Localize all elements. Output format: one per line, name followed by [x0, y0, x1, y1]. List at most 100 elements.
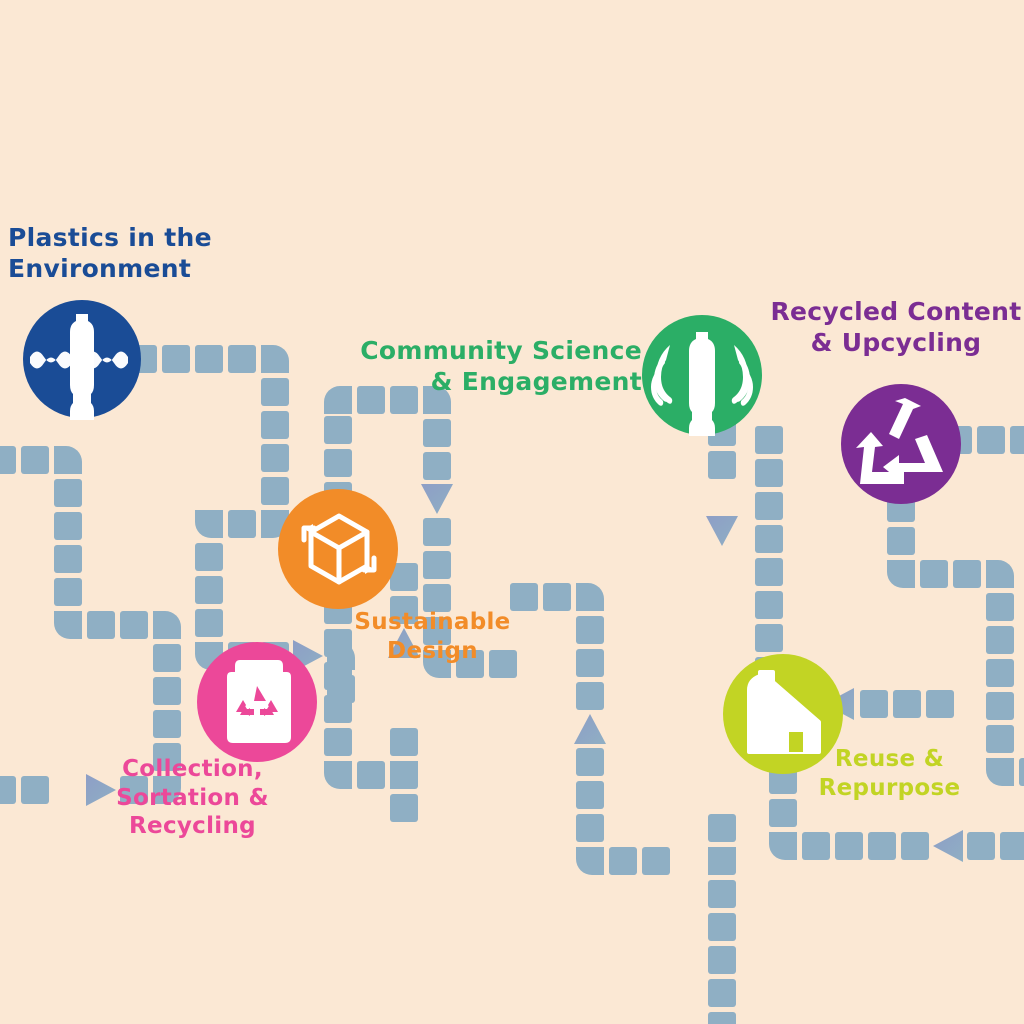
path-tile: [860, 690, 888, 718]
path-tile: [708, 451, 736, 479]
path-tile: [87, 611, 115, 639]
path-tile: [324, 728, 352, 756]
path-tile: [986, 659, 1014, 687]
path-tile-corner: [54, 611, 82, 639]
path-tile: [390, 596, 418, 624]
path-tile: [576, 616, 604, 644]
path-arrow-r: [86, 774, 116, 806]
path-tile-corner: [54, 446, 82, 474]
path-arrow-u: [388, 628, 420, 658]
path-tile: [54, 512, 82, 540]
path-tile: [986, 692, 1014, 720]
path-tile: [769, 799, 797, 827]
hands-holding-bottle-icon: [651, 332, 753, 436]
path-tile: [609, 847, 637, 875]
node-sustainable-design[interactable]: [278, 489, 398, 609]
path-tile: [228, 345, 256, 373]
path-tile: [423, 518, 451, 546]
path-tile: [755, 492, 783, 520]
path-tile: [153, 677, 181, 705]
path-tile: [708, 814, 736, 842]
bottle-in-water-icon: [30, 314, 128, 420]
path-tile: [953, 560, 981, 588]
path-tile: [390, 761, 418, 789]
path-tile: [423, 419, 451, 447]
path-tile-corner: [887, 560, 915, 588]
path-tile: [228, 510, 256, 538]
path-tile: [576, 649, 604, 677]
path-tile-corner: [153, 611, 181, 639]
path-tile: [120, 611, 148, 639]
path-tile: [261, 444, 289, 472]
node-recycled-content-upcycling[interactable]: [841, 384, 961, 504]
node-plastics-environment[interactable]: [23, 300, 141, 420]
path-tile: [54, 545, 82, 573]
path-tile: [755, 459, 783, 487]
path-tile-corner: [423, 650, 451, 678]
node-collection-sortation-recycling[interactable]: [197, 642, 317, 762]
path-tile: [986, 725, 1014, 753]
path-tile-corner: [261, 345, 289, 373]
path-tile: [920, 560, 948, 588]
path-tile: [357, 761, 385, 789]
path-tile: [642, 847, 670, 875]
path-tile: [755, 426, 783, 454]
path-tile-corner: [576, 847, 604, 875]
path-tile: [0, 446, 16, 474]
path-tile: [708, 847, 736, 875]
path-tile-corner: [195, 510, 223, 538]
path-tile: [120, 776, 148, 804]
path-tile: [755, 525, 783, 553]
path-tile: [708, 880, 736, 908]
path-tile: [1019, 758, 1024, 786]
path-tile: [0, 776, 16, 804]
path-tile: [802, 832, 830, 860]
path-tile: [324, 662, 352, 690]
path-tile: [576, 814, 604, 842]
path-tile: [456, 650, 484, 678]
path-tile: [1000, 832, 1024, 860]
path-tile-corner: [423, 386, 451, 414]
path-arrow-l: [933, 830, 963, 862]
path-tile: [195, 345, 223, 373]
node-reuse-repurpose[interactable]: [723, 654, 843, 774]
path-tile: [967, 832, 995, 860]
path-tile: [986, 593, 1014, 621]
path-tile: [195, 609, 223, 637]
path-tile: [390, 386, 418, 414]
path-tile: [261, 378, 289, 406]
path-tile: [357, 386, 385, 414]
path-tile: [261, 411, 289, 439]
path-tile: [977, 426, 1005, 454]
path-tile: [708, 979, 736, 1007]
path-tile: [755, 624, 783, 652]
path-tile: [489, 650, 517, 678]
node-community-science-engagement[interactable]: [642, 315, 762, 436]
path-tile: [390, 728, 418, 756]
path-tile: [868, 832, 896, 860]
path-tile: [390, 794, 418, 822]
path-tile: [708, 946, 736, 974]
path-tile: [423, 452, 451, 480]
path-tile: [423, 551, 451, 579]
path-tile: [153, 644, 181, 672]
path-tile: [543, 583, 571, 611]
path-tile: [755, 558, 783, 586]
label-collection-sortation-recycling: Collection, Sortation & Recycling: [116, 756, 269, 840]
path-tile-corner: [986, 758, 1014, 786]
path-tile: [153, 710, 181, 738]
path-tile: [893, 690, 921, 718]
bottle-house-icon: [747, 670, 821, 754]
path-tile: [54, 578, 82, 606]
path-tile: [887, 527, 915, 555]
path-tile: [510, 583, 538, 611]
label-plastics-environment: Plastics in the Environment: [8, 223, 212, 283]
label-reuse-repurpose: Reuse & Repurpose: [818, 746, 961, 801]
path-tile: [390, 563, 418, 591]
recycling-bin-icon: [227, 660, 291, 743]
path-tile: [423, 617, 451, 645]
upcycling-arrows-icon: [856, 398, 943, 484]
circular-arrows: [304, 524, 374, 574]
path-tile: [576, 682, 604, 710]
